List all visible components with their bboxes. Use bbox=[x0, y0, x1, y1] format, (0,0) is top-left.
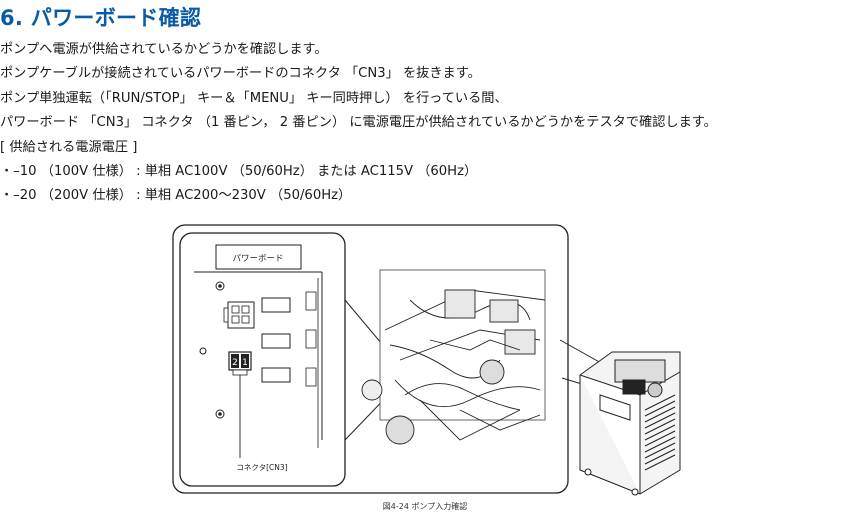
text-line: [ 供給される電源電圧 ] bbox=[0, 139, 138, 155]
text-line: ポンプケーブルが接続されているパワーボードのコネクタ 「CN3」 を抜きます。 bbox=[0, 66, 481, 82]
pin-label: 2 bbox=[232, 358, 238, 368]
chiller-unit-illustration bbox=[579, 351, 681, 496]
text-line: ポンプ単独運転（「RUN/STOP」 キー＆「MENU」 キー同時押し） を行っ… bbox=[0, 90, 508, 106]
text-line: ポンプへ電源が供給されているかどうかを確認します。 bbox=[0, 42, 328, 57]
pin-label: 1 bbox=[242, 358, 248, 368]
section-title: 6. パワーボード確認 bbox=[0, 6, 202, 30]
instruction-text: ポンプへ電源が供給されているかどうかを確認します。 ポンプケーブルが接続されてい… bbox=[0, 38, 850, 209]
figure-caption: 図4-24 ポンプ入力確認 bbox=[382, 502, 468, 511]
text-line: ・–10 （100V 仕様） : 単相 AC100V （50/60Hz） または… bbox=[0, 164, 478, 180]
text-line: ・–20 （200V 仕様） : 単相 AC200〜230V （50/60Hz） bbox=[0, 188, 352, 204]
connector-label: コネクタ[CN3] bbox=[236, 463, 287, 472]
figure-frame bbox=[172, 224, 569, 494]
text-line: パワーボード 「CN3」 コネクタ （1 番ピン， 2 番ピン） に電源電圧が供… bbox=[0, 115, 717, 131]
board-panel bbox=[179, 232, 346, 487]
board-label: パワーボード bbox=[232, 254, 283, 264]
internal-wiring-illustration bbox=[361, 269, 546, 445]
